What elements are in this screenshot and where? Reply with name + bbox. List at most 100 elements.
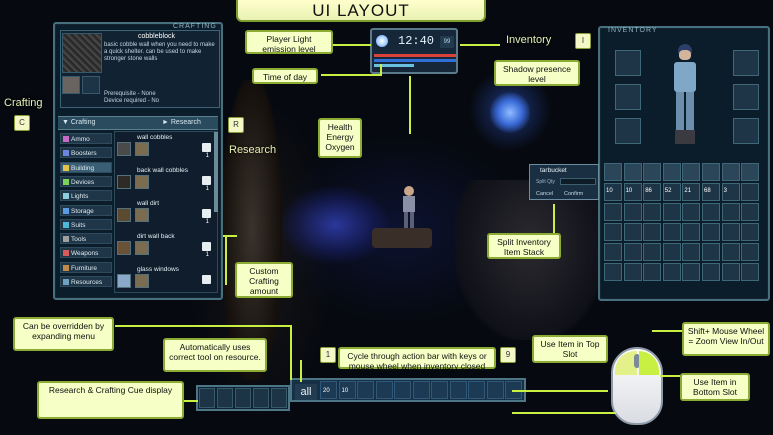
- inventory-slot[interactable]: [604, 243, 622, 261]
- inventory-slot[interactable]: 52: [662, 183, 681, 201]
- inventory-slot[interactable]: [741, 163, 760, 181]
- split-confirm-button[interactable]: Confirm: [564, 191, 584, 197]
- inventory-slot[interactable]: 3: [721, 183, 740, 201]
- inventory-slot[interactable]: [741, 183, 760, 201]
- inventory-slot[interactable]: [682, 203, 701, 221]
- tab-crafting[interactable]: ▼ Crafting: [62, 119, 96, 126]
- category-item[interactable]: Lights: [60, 190, 112, 202]
- hotbar-slot[interactable]: [468, 381, 485, 399]
- inventory-slot[interactable]: 10: [604, 183, 622, 201]
- split-cancel-button[interactable]: Cancel: [536, 191, 554, 197]
- equip-slot[interactable]: [733, 84, 759, 110]
- inventory-slot[interactable]: [702, 163, 720, 181]
- inventory-slot[interactable]: [702, 243, 720, 261]
- equip-slot[interactable]: [615, 84, 641, 110]
- category-item[interactable]: Boosters: [60, 147, 112, 159]
- category-item[interactable]: Furniture: [60, 261, 112, 273]
- inventory-slot[interactable]: [662, 163, 681, 181]
- equip-slot[interactable]: [615, 118, 641, 144]
- ingredient-icon: [135, 175, 149, 189]
- category-item[interactable]: Suits: [60, 218, 112, 230]
- inventory-slot[interactable]: [741, 243, 760, 261]
- split-qty-field[interactable]: [560, 178, 596, 185]
- craft-hammer-icon[interactable]: [202, 176, 211, 185]
- inventory-slot[interactable]: [741, 223, 760, 241]
- category-item[interactable]: Devices: [60, 175, 112, 187]
- recipe-qty[interactable]: 1: [205, 219, 209, 225]
- inventory-slot[interactable]: [623, 203, 642, 221]
- category-item[interactable]: Weapons: [60, 247, 112, 259]
- craft-hammer-icon[interactable]: [202, 209, 211, 218]
- inventory-slot[interactable]: 21: [682, 183, 701, 201]
- inventory-slot[interactable]: [721, 223, 740, 241]
- inventory-slot[interactable]: [682, 223, 701, 241]
- hotbar-slot[interactable]: [431, 381, 448, 399]
- inventory-slot[interactable]: [604, 263, 622, 281]
- ingredient-slot[interactable]: [82, 76, 100, 94]
- hotbar-slot[interactable]: [486, 381, 504, 399]
- category-item[interactable]: Resources: [60, 276, 112, 287]
- ingredient-slot[interactable]: [62, 76, 80, 94]
- inventory-slot[interactable]: [721, 163, 740, 181]
- craft-hammer-icon[interactable]: [202, 275, 211, 284]
- equip-slot[interactable]: [733, 50, 759, 76]
- hotbar-slot[interactable]: [394, 381, 411, 399]
- inventory-slot[interactable]: [604, 163, 622, 181]
- inventory-slot[interactable]: [643, 203, 662, 221]
- arrow-custom-amount: [223, 235, 237, 237]
- inventory-slot[interactable]: 10: [623, 183, 642, 201]
- inventory-slot[interactable]: [682, 163, 701, 181]
- inventory-slot[interactable]: [721, 263, 740, 281]
- hotbar-slot[interactable]: 10: [338, 381, 356, 399]
- inventory-slot[interactable]: [741, 203, 760, 221]
- inventory-slot[interactable]: [643, 163, 662, 181]
- craft-hammer-icon[interactable]: [202, 242, 211, 251]
- inventory-slot[interactable]: [682, 263, 701, 281]
- hotbar-mode-label[interactable]: all: [295, 384, 317, 400]
- hotbar-slot[interactable]: [449, 381, 467, 399]
- category-item[interactable]: Storage: [60, 204, 112, 216]
- inventory-slot[interactable]: [662, 203, 681, 221]
- inventory-slot[interactable]: [643, 263, 662, 281]
- inventory-slot[interactable]: [721, 203, 740, 221]
- inventory-slot[interactable]: 68: [702, 183, 720, 201]
- craft-hammer-icon[interactable]: [202, 143, 211, 152]
- inventory-slot[interactable]: [702, 203, 720, 221]
- inventory-slot[interactable]: [662, 263, 681, 281]
- recipe-scrollbar[interactable]: [214, 132, 218, 212]
- recipe-qty[interactable]: 1: [205, 252, 209, 258]
- inventory-slot[interactable]: [623, 263, 642, 281]
- inventory-slot[interactable]: [623, 223, 642, 241]
- hotbar-slot[interactable]: 20: [320, 381, 337, 399]
- inventory-slot[interactable]: [643, 243, 662, 261]
- inventory-slot[interactable]: [741, 263, 760, 281]
- inventory-slot[interactable]: [682, 243, 701, 261]
- equip-slot[interactable]: [615, 50, 641, 76]
- inventory-slot[interactable]: [702, 223, 720, 241]
- hotbar-slot[interactable]: [357, 381, 374, 399]
- inventory-slot[interactable]: [604, 223, 622, 241]
- recipe-item[interactable]: glass windows: [117, 266, 213, 292]
- category-item[interactable]: Building: [60, 161, 112, 173]
- category-item[interactable]: Tools: [60, 233, 112, 245]
- inventory-slot[interactable]: [623, 243, 642, 261]
- inventory-slot[interactable]: 86: [643, 183, 662, 201]
- inventory-slot[interactable]: [623, 163, 642, 181]
- inventory-slot[interactable]: [721, 243, 740, 261]
- tab-research[interactable]: ► Research: [162, 119, 201, 126]
- category-item[interactable]: Ammo: [60, 133, 112, 144]
- inventory-slot[interactable]: [702, 263, 720, 281]
- inventory-slot[interactable]: [662, 223, 681, 241]
- recipe-qty[interactable]: 1: [205, 186, 209, 192]
- inventory-slot[interactable]: [604, 203, 622, 221]
- inventory-slot[interactable]: [643, 223, 662, 241]
- equip-slot[interactable]: [733, 118, 759, 144]
- hotbar-slot[interactable]: [375, 381, 393, 399]
- hotbar-slot[interactable]: [412, 381, 430, 399]
- inventory-slot[interactable]: [662, 243, 681, 261]
- recipe-qty[interactable]: 1: [205, 153, 209, 159]
